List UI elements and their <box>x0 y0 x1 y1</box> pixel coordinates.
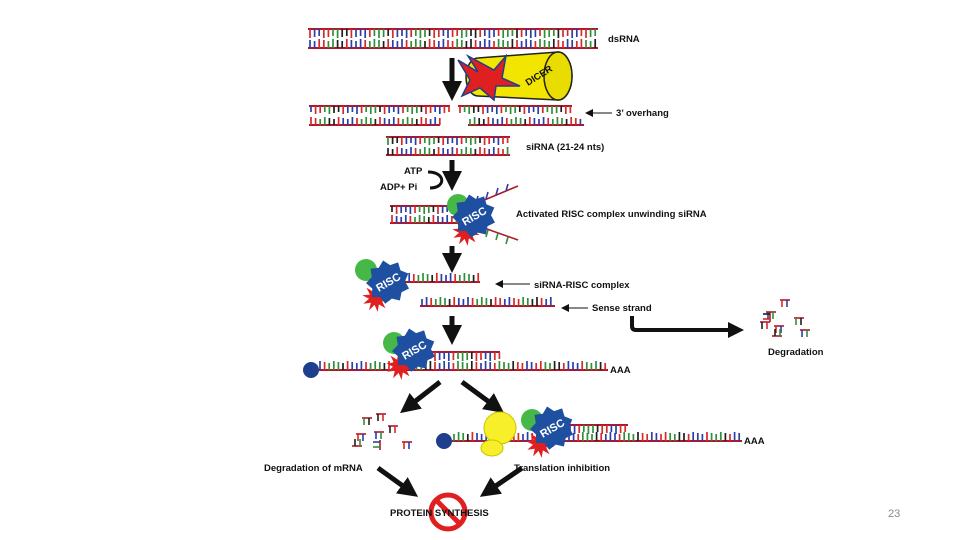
label-poly-a-2: AAA <box>744 436 765 447</box>
arrow-degradation-to-block <box>376 465 419 497</box>
label-sirna-risc-complex: siRNA-RISC complex <box>534 280 630 291</box>
label-sirna: siRNA (21-24 nts) <box>526 142 604 153</box>
arrow-sense-to-degradation <box>630 316 744 338</box>
risc-complex-3: RISC <box>383 328 435 380</box>
cut-fragment-left-top <box>309 105 450 114</box>
label-atp: ATP <box>404 166 423 177</box>
rna-strands <box>308 28 742 442</box>
dicer-star-icon <box>457 53 521 102</box>
rna-fragment <box>772 329 782 337</box>
rna-fragment <box>402 441 412 449</box>
label-3-overhang: 3’ overhang <box>616 108 669 119</box>
sense-strand <box>420 297 555 307</box>
cut-fragment-right-top <box>458 105 572 114</box>
rna-fragment <box>760 321 770 329</box>
risc-blob <box>530 406 573 450</box>
label-activated-risc: Activated RISC complex unwinding siRNA <box>516 209 707 220</box>
cut-fragment-left-bottom <box>309 117 441 126</box>
rna-fragment <box>780 299 790 307</box>
label-dsrna: dsRNA <box>608 34 640 45</box>
rna-fragment <box>794 317 804 325</box>
atp-hydrolysis-arrow <box>427 170 444 190</box>
rna-fragment <box>388 425 398 433</box>
dsrna-bottom-strand <box>308 39 598 49</box>
argonaute-sphere <box>355 259 377 281</box>
rna-fragment <box>774 325 784 333</box>
pathway-arrows <box>376 58 744 497</box>
risc-complexes: RISC RISC RISC RISC <box>355 194 573 458</box>
mrna-strand-1 <box>318 361 608 371</box>
ribosome <box>480 411 517 457</box>
risc-blob <box>392 328 435 372</box>
rna-fragment <box>800 329 810 337</box>
degradation-fragments <box>352 299 810 450</box>
rna-fragment <box>766 311 776 319</box>
rna-fragment <box>356 433 366 441</box>
sirna-top-strand <box>386 136 510 145</box>
rna-fragment <box>374 431 384 439</box>
mrna-cap-2 <box>436 433 452 449</box>
sirna-risc-guide-strand <box>398 273 480 283</box>
label-protein-synthesis: PROTEIN SYNTHESIS <box>390 508 489 519</box>
rna-fragment <box>362 417 372 425</box>
sirna-bottom-strand <box>386 147 510 156</box>
rna-fragment <box>373 440 381 450</box>
risc-star <box>362 284 390 312</box>
diagram-labels: dsRNA 3’ overhang siRNA (21-24 nts) ATP … <box>264 34 824 519</box>
arrow-inhibition-to-block <box>479 465 524 497</box>
rna-fragment <box>352 439 362 447</box>
arrow-to-degradation <box>400 380 442 414</box>
label-adp-pi: ADP+ Pi <box>380 182 417 193</box>
risc-star <box>386 352 414 380</box>
risc-complex-1: RISC <box>447 194 495 246</box>
risc-blob <box>366 260 409 304</box>
slide-number: 23 <box>888 508 901 520</box>
label-pointers <box>495 109 612 312</box>
risc-complex-2: RISC <box>355 259 409 312</box>
risc-complex-4: RISC <box>521 406 573 458</box>
label-sense-strand: Sense strand <box>592 303 652 314</box>
cut-fragment-right-bottom <box>468 117 584 126</box>
label-translation-inhibition: Translation inhibition <box>514 463 610 474</box>
risc-blob <box>452 194 495 238</box>
mrna-cap-1 <box>303 362 319 378</box>
no-sign-icon <box>428 492 468 532</box>
dsrna-top-strand <box>308 28 598 38</box>
label-poly-a-1: AAA <box>610 365 631 376</box>
risc-star <box>526 430 554 458</box>
arrow-to-inhibition <box>460 379 505 413</box>
label-degradation-of-mrna: Degradation of mRNA <box>264 463 363 474</box>
dicer-enzyme: DICER <box>457 51 573 102</box>
rna-fragment <box>376 413 386 421</box>
label-degradation: Degradation <box>768 347 824 358</box>
rna-fragment <box>763 312 771 322</box>
